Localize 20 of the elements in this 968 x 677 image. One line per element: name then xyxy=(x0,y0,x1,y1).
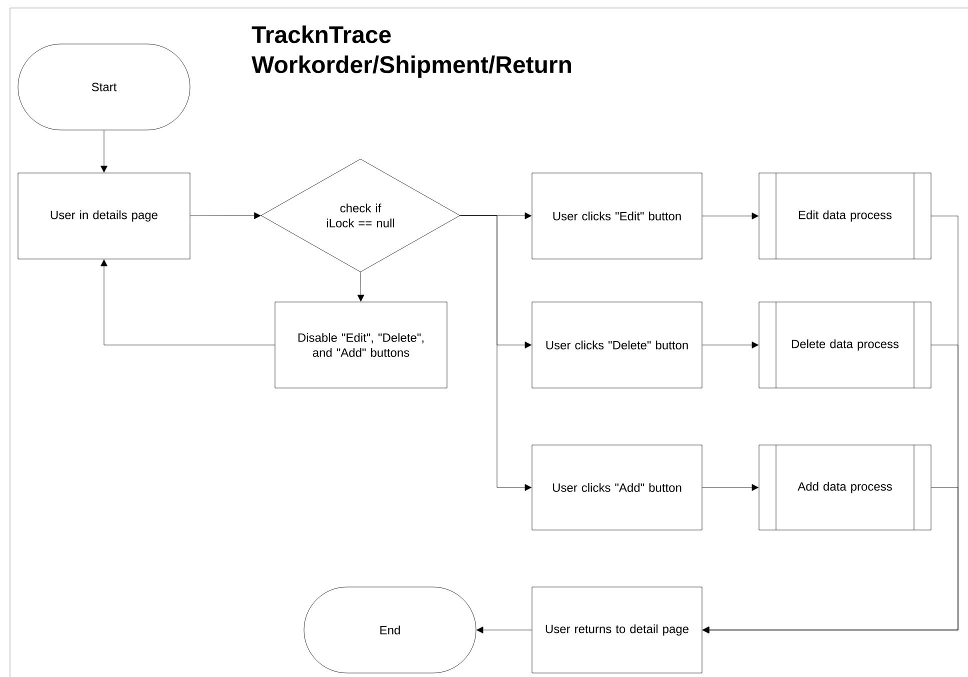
arrow xyxy=(100,259,275,346)
arrow xyxy=(702,342,759,348)
arrow xyxy=(702,487,958,634)
process-box: Disable "Edit", "Delete", and "Add" buttons xyxy=(274,302,448,388)
arrow xyxy=(476,626,532,634)
process-box: User returns to detail page xyxy=(532,586,702,674)
subprocess-box: Delete data process xyxy=(758,302,932,388)
arrow xyxy=(190,212,261,220)
arrow xyxy=(100,130,108,173)
subprocess-box: Add data process xyxy=(758,444,932,530)
process-box: User clicks "Add" button xyxy=(532,444,702,530)
title: TracknTrace Workorder/Shipment/Return xyxy=(252,26,571,78)
arrow xyxy=(702,484,759,491)
process-box: User clicks "Edit" button xyxy=(532,172,702,260)
arrow xyxy=(702,212,759,220)
process-box: User in details page xyxy=(18,172,190,260)
process-box: User clicks "Delete" button xyxy=(532,302,702,388)
arrow xyxy=(460,215,532,491)
arrow xyxy=(357,272,364,302)
subprocess-box: Edit data process xyxy=(758,172,932,260)
